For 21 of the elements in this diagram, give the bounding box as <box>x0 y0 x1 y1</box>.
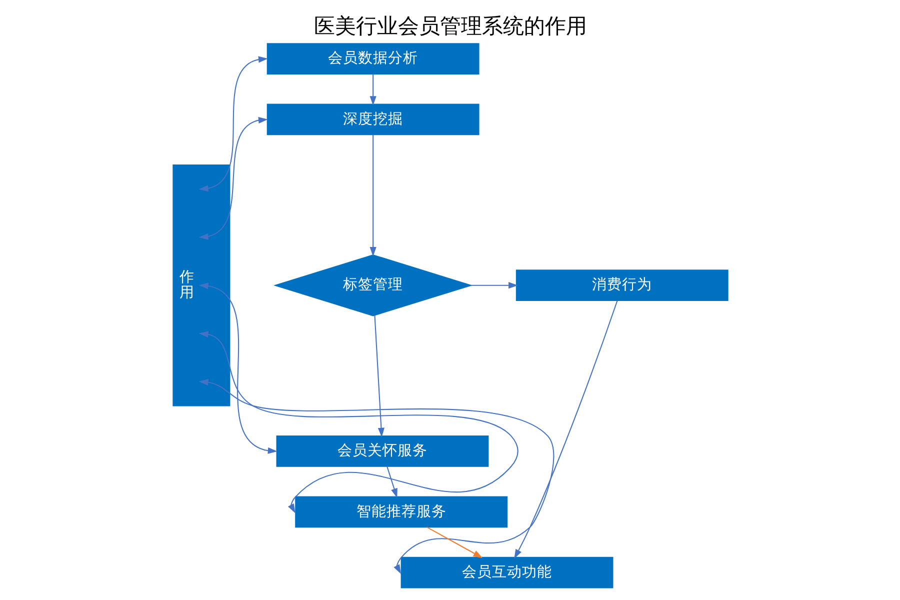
arrow <box>514 300 618 559</box>
node-box: 会员关怀服务 <box>276 436 488 467</box>
arrow <box>470 282 518 289</box>
diagram-title: 医美行业会员管理系统的作用 <box>314 14 586 38</box>
arrow <box>426 526 482 558</box>
node-box: 会员互动功能 <box>400 556 613 588</box>
node-box: 作用 <box>172 164 230 406</box>
arrow <box>374 315 384 438</box>
arrow <box>386 466 397 498</box>
arrow <box>198 330 518 514</box>
arrow <box>198 56 268 192</box>
arrow <box>198 282 277 454</box>
node-box: 消费行为 <box>515 270 728 302</box>
node-box: 智能推荐服务 <box>294 496 508 528</box>
node-diamond: 标签管理 <box>272 254 472 316</box>
node-box: 会员数据分析 <box>266 43 479 74</box>
arrow <box>198 378 554 574</box>
arrow <box>369 74 376 106</box>
node-box: 深度挖掘 <box>266 104 479 136</box>
arrow <box>198 116 268 240</box>
arrow <box>369 134 376 256</box>
